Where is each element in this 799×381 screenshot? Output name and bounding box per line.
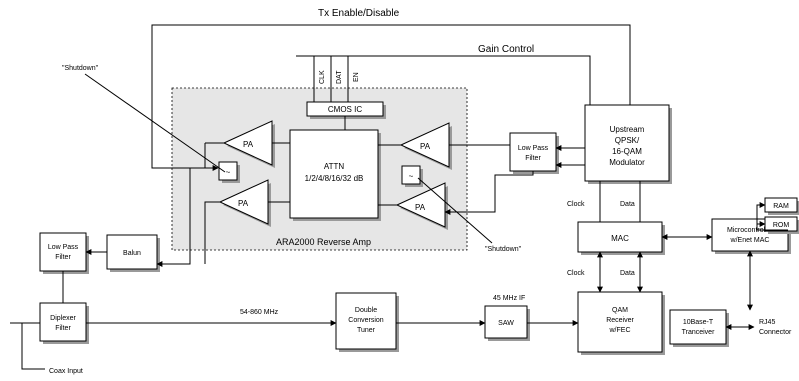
ram-label: RAM (773, 203, 789, 210)
modulator-label1: Upstream (610, 125, 645, 134)
tx-enable-label: Tx Enable/Disable (318, 8, 400, 19)
modulator-block (584, 104, 670, 182)
lpf-top-label1: Low Pass (518, 145, 549, 152)
diplexer-label1: Diplexer (50, 315, 76, 322)
micro-label2: w/Enet MAC (730, 237, 770, 244)
tuner-label3: Tuner (357, 327, 376, 334)
diplexer-label2: Filter (55, 325, 71, 332)
gain-control-line (296, 55, 591, 105)
lpf-top-label2: Filter (525, 155, 541, 162)
tx-enable-line (151, 24, 631, 171)
lpf-left-block (39, 232, 87, 272)
data-upper-label: Data (620, 201, 635, 208)
modulator-label2: QPSK/ (615, 136, 640, 145)
pa-bottom-left-label: PA (238, 199, 249, 208)
micro-label1: Microcontroller (727, 227, 774, 234)
pa-bottom-right (395, 182, 446, 228)
lpf-top-block (509, 132, 557, 172)
tuner-label2: Conversion (348, 317, 384, 324)
detector-left (218, 161, 238, 181)
tranceiver-block (669, 309, 727, 345)
rj45-label: RJ45 (759, 319, 775, 326)
rom-label: ROM (773, 222, 790, 229)
qam-label2: Receiver (606, 317, 634, 324)
clk-label: CLK (319, 70, 326, 84)
qam-label1: QAM (612, 307, 628, 314)
saw-label: SAW (498, 320, 514, 327)
if-label: 45 MHz IF (493, 295, 525, 302)
qam-label3: w/FEC (609, 327, 631, 334)
attn-block (289, 129, 379, 219)
qam-receiver-block (577, 291, 663, 353)
pa-top-left-label: PA (243, 140, 254, 149)
modulator-label4: Modulator (609, 158, 645, 167)
en-label: EN (353, 72, 360, 82)
lpf-left-label1: Low Pass (48, 244, 79, 251)
shutdown-bottom-label: "Shutdown" (485, 246, 522, 253)
tranceiver-label1: 10Base-T (683, 319, 714, 326)
coax-input-label: Coax Input (49, 368, 83, 375)
pa-bottom-right-label: PA (415, 203, 426, 212)
tranceiver-label2: Tranceiver (682, 329, 715, 336)
tuner-block (335, 292, 397, 350)
tuner-label1: Double (355, 307, 377, 314)
attn-values: 1/2/4/8/16/32 dB (305, 174, 364, 183)
shutdown-top-label: "Shutdown" (62, 65, 99, 72)
mac-label: MAC (611, 234, 629, 243)
attn-label: ATTN (324, 162, 345, 171)
saw-block (484, 305, 528, 339)
detector-left-label: ~ (226, 168, 231, 177)
pa-top-right-label: PA (420, 142, 431, 151)
diplexer-block (39, 302, 87, 342)
detector-right (401, 165, 421, 185)
freq-label: 54-860 MHz (240, 309, 279, 316)
cmos-ic-label: CMOS IC (328, 105, 362, 114)
clock-upper-label: Clock (567, 201, 585, 208)
mac-block (577, 221, 663, 253)
balun-label: Balun (123, 250, 141, 257)
dat-label: DAT (336, 70, 343, 84)
modulator-label3: 16-QAM (612, 147, 642, 156)
clock-lower-label: Clock (567, 270, 585, 277)
ara2000-label: ARA2000 Reverse Amp (276, 237, 371, 247)
detector-right-label: ~ (409, 172, 414, 181)
gain-control-label: Gain Control (478, 44, 534, 55)
data-lower-label: Data (620, 270, 635, 277)
connector-label: Connector (759, 329, 792, 336)
lpf-left-label2: Filter (55, 254, 71, 261)
